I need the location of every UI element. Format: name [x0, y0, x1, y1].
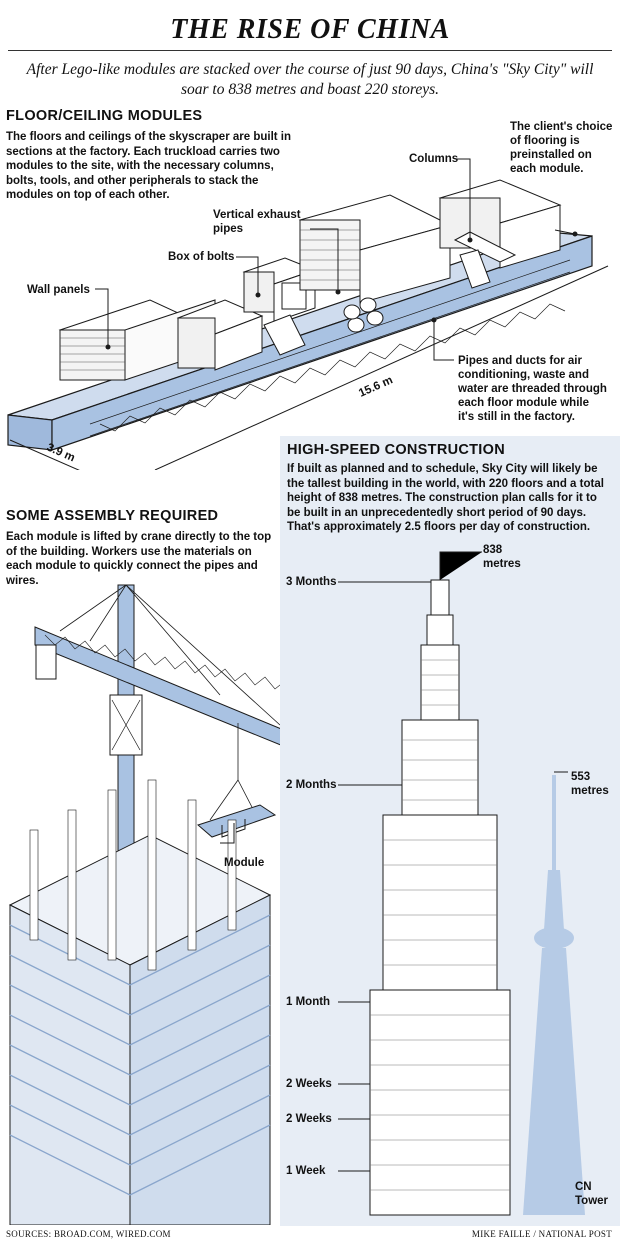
bolts-callout: Box of bolts	[168, 251, 235, 263]
tower-illustration	[338, 551, 585, 1216]
page-title: THE RISE OF CHINA	[170, 14, 450, 45]
timeline-label: 3 Months	[286, 576, 337, 588]
wall-panels-callout: Wall panels	[27, 284, 90, 296]
sky-city-height-label: 838 metres	[483, 544, 521, 570]
assembly-text: Each module is lifted by crane directly …	[6, 531, 272, 587]
credit: MIKE FAILLE / NATIONAL POST	[471, 1229, 612, 1239]
exhaust-callout: Vertical exhaust pipes	[213, 209, 301, 235]
floor-modules-text: The floors and ceilings of the skyscrape…	[6, 131, 292, 201]
construction-text: If built as planned and to schedule, Sky…	[287, 463, 604, 533]
crane-illustration	[8, 584, 280, 1225]
pipes-callout: Pipes and ducts for air conditioning, wa…	[458, 355, 607, 423]
cn-tower-height-label: 553 metres	[571, 771, 609, 797]
title-rule	[8, 50, 612, 51]
assembly-heading: SOME ASSEMBLY REQUIRED	[6, 508, 219, 524]
subtitle: After Lego-like modules are stacked over…	[26, 61, 594, 98]
timeline-label: 1 Month	[286, 996, 331, 1008]
columns-callout: Columns	[409, 153, 459, 165]
floor-modules-heading: FLOOR/CEILING MODULES	[6, 108, 203, 124]
flooring-callout: The client's choice of flooring is prein…	[510, 121, 613, 175]
timeline-label: 2 Weeks	[286, 1113, 332, 1125]
construction-heading: HIGH-SPEED CONSTRUCTION	[287, 442, 505, 458]
timeline-label: 2 Months	[286, 779, 337, 791]
cn-tower-label: CN Tower	[575, 1181, 609, 1207]
module-illustration	[7, 158, 609, 470]
module-label: Module	[224, 857, 265, 869]
sources: SOURCES: BROAD.COM, WIRED.COM	[6, 1229, 171, 1239]
timeline-label: 2 Weeks	[286, 1078, 332, 1090]
timeline-label: 1 Week	[286, 1165, 326, 1177]
